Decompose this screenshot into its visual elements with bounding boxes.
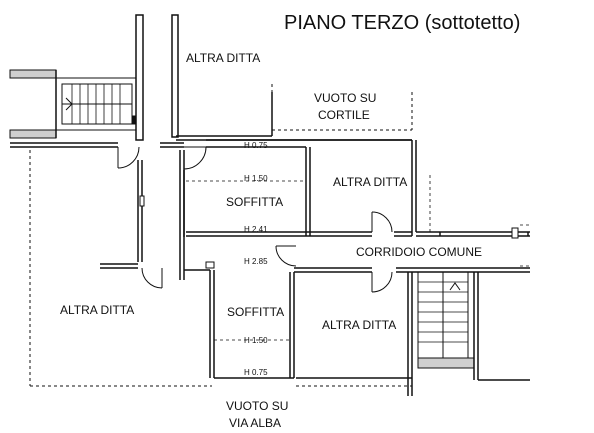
label-vuoto-cortile-1: VUOTO SU xyxy=(314,91,376,105)
height-h3: H 2.41 xyxy=(244,225,268,234)
label-altra-ditta-left: ALTRA DITTA xyxy=(60,303,134,317)
label-vuoto-via-2: VIA ALBA xyxy=(229,416,281,430)
vuoto-cortile-dashed xyxy=(271,84,413,131)
label-altra-ditta-lower: ALTRA DITTA xyxy=(322,318,396,332)
plan-title: PIANO TERZO (sottotetto) xyxy=(284,12,520,34)
internal-dashed xyxy=(186,175,530,341)
label-soffitta-upper: SOFFITTA xyxy=(226,195,283,209)
walls-top-left xyxy=(135,14,179,141)
doors xyxy=(117,146,393,293)
label-vuoto-cortile-2: CORTILE xyxy=(318,108,370,122)
height-h5: H 1.50 xyxy=(244,336,268,345)
staircase-right xyxy=(417,271,530,381)
wall-top-horizontal xyxy=(10,139,412,148)
height-h4: H 2.85 xyxy=(244,257,268,266)
height-h1: H 0.75 xyxy=(244,141,268,150)
height-h2: H 1.50 xyxy=(244,174,268,183)
label-altra-ditta-top: ALTRA DITTA xyxy=(186,51,260,65)
label-vuoto-via-1: VUOTO SU xyxy=(226,399,288,413)
left-dashed-boundary xyxy=(29,150,412,387)
height-h6: H 0.75 xyxy=(244,368,268,377)
right-stubs xyxy=(439,232,529,236)
label-altra-ditta-right: ALTRA DITTA xyxy=(333,175,407,189)
altra-ditta-top-walls xyxy=(176,92,412,141)
label-corridoio: CORRIDOIO COMUNE xyxy=(356,245,482,259)
staircase-top-left xyxy=(9,69,139,139)
wall-details xyxy=(139,195,519,269)
label-soffitta-lower: SOFFITTA xyxy=(227,305,284,319)
